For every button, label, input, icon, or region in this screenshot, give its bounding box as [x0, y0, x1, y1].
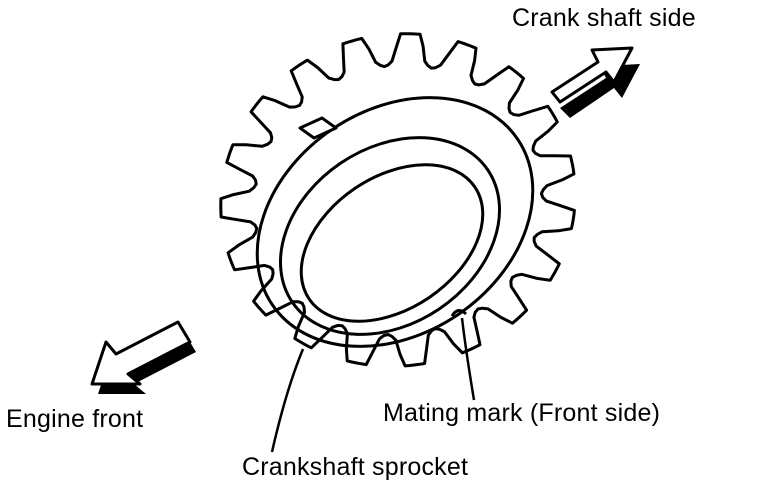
mating-mark-notch — [450, 309, 468, 317]
sprocket-body — [219, 32, 576, 368]
arrow-up-right-icon — [550, 46, 640, 118]
mating-mark-leader-line — [460, 317, 476, 401]
sprocket-hub-ring — [278, 136, 502, 336]
sprocket-bore — [299, 163, 485, 323]
mating-mark-label: Mating mark (Front side) — [383, 399, 661, 427]
sprocket-teeth-outline — [219, 32, 576, 368]
engine-front-label: Engine front — [6, 405, 144, 433]
crankshaft-sprocket-leader-line — [270, 348, 305, 453]
leader-lines — [270, 317, 476, 453]
crankshaft-side-label: Crank shaft side — [512, 4, 696, 32]
crankshaft-sprocket-label: Crankshaft sprocket — [242, 453, 469, 481]
sprocket-keyway — [298, 116, 338, 140]
arrow-down-left-icon — [90, 320, 196, 394]
